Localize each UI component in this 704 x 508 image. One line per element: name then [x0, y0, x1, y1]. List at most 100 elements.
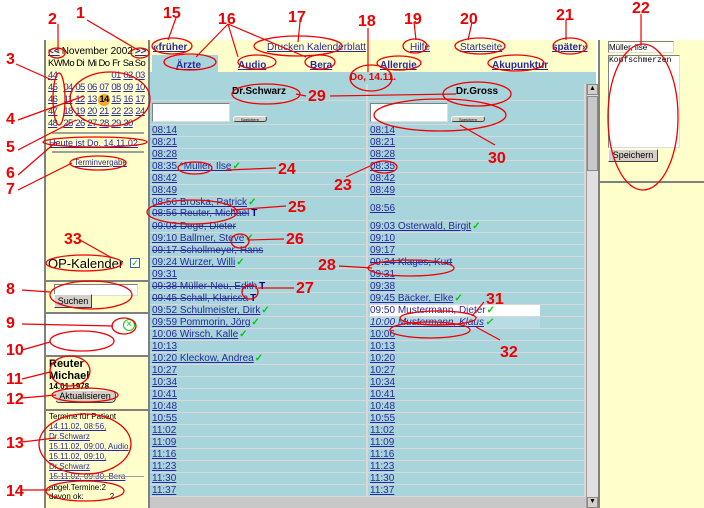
- patient-appointment-link[interactable]: Dr.Schwarz: [49, 462, 90, 471]
- doctor-note-input[interactable]: [370, 103, 448, 122]
- slot-link[interactable]: 10:34: [370, 377, 395, 388]
- slot-link[interactable]: 09:31: [370, 269, 395, 280]
- slot-link[interactable]: 10:41: [152, 389, 177, 400]
- free-slot[interactable]: 10:27: [370, 365, 584, 376]
- slot-link[interactable]: 09:10 Ballmer, Steve: [152, 233, 244, 244]
- slot-link[interactable]: 09:17: [370, 245, 395, 256]
- calendar-day[interactable]: 22: [111, 106, 121, 117]
- appointment-entry[interactable]: 09:17 Schollmeyer, Hans: [152, 245, 366, 256]
- appointment-entry[interactable]: 09:24 Klages, Kurt: [370, 257, 584, 268]
- patient-appointment-link[interactable]: Dr.Schwarz: [49, 432, 90, 441]
- appointment-entry[interactable]: 09:59 Pommorin, Jörg✓: [152, 317, 366, 328]
- refresh-button[interactable]: Aktualisieren: [54, 390, 116, 403]
- calendar-day[interactable]: 02: [123, 70, 133, 81]
- slot-link[interactable]: 08:42: [370, 173, 395, 184]
- free-slot[interactable]: 10:20: [370, 353, 584, 364]
- slot-link[interactable]: 10:27: [370, 365, 395, 376]
- slot-link[interactable]: 11:37: [370, 485, 394, 496]
- calendar-day[interactable]: 09: [123, 82, 133, 93]
- slot-link[interactable]: 08:28: [152, 149, 177, 160]
- appointment-entry[interactable]: 09:52 Schulmeister, Dirk✓: [152, 305, 366, 316]
- free-slot[interactable]: 10:41: [370, 389, 584, 400]
- slot-link[interactable]: 11:16: [152, 449, 176, 460]
- free-slot[interactable]: 11:09: [370, 437, 584, 448]
- slot-link[interactable]: 11:30: [370, 473, 394, 484]
- calendar-day[interactable]: 17: [135, 94, 145, 105]
- slot-link[interactable]: 09:03 Dege, Dieter: [152, 221, 236, 232]
- calendar-day[interactable]: 16: [123, 94, 133, 105]
- calendar-day[interactable]: 21: [99, 106, 109, 117]
- slot-link[interactable]: 08:21: [152, 137, 177, 148]
- calendar-day[interactable]: 15: [111, 94, 121, 105]
- calendar-day[interactable]: 01: [111, 70, 121, 81]
- free-slot[interactable]: 08:42: [152, 173, 366, 184]
- slot-link[interactable]: 09:38 Müller-Neu, Edith: [152, 281, 257, 292]
- calendar-day[interactable]: 25: [63, 118, 73, 129]
- slot-link[interactable]: 08:14: [152, 125, 177, 136]
- slot-link[interactable]: 08:42: [152, 173, 177, 184]
- slot-link[interactable]: 09:38: [370, 281, 395, 292]
- free-slot[interactable]: 09:31: [370, 269, 584, 280]
- slot-link[interactable]: 11:02: [370, 425, 394, 436]
- slot-link[interactable]: 09:45 Bäcker, Elke: [370, 293, 453, 304]
- free-slot[interactable]: 09:17: [370, 245, 584, 256]
- appointment-entry[interactable]: 09:50 Mustermann, Dieter✓: [370, 305, 540, 316]
- appointment-entry[interactable]: 09:03 Dege, Dieter: [152, 221, 366, 232]
- free-slot[interactable]: 08:56: [370, 197, 584, 221]
- slot-link[interactable]: 10:34: [152, 377, 177, 388]
- calendar-week-number[interactable]: 48: [48, 118, 58, 129]
- free-slot[interactable]: 11:16: [370, 449, 584, 460]
- appointment-entry[interactable]: 09:24 Wurzer, Willi✓: [152, 257, 366, 268]
- free-slot[interactable]: 08:14: [370, 125, 584, 136]
- free-slot[interactable]: 09:10: [370, 233, 584, 244]
- slot-link[interactable]: 11:09: [370, 437, 394, 448]
- slot-link[interactable]: 11:09: [152, 437, 176, 448]
- slot-link[interactable]: 11:30: [152, 473, 176, 484]
- free-slot[interactable]: 08:21: [152, 137, 366, 148]
- free-slot[interactable]: 11:23: [370, 461, 584, 472]
- calendar-day[interactable]: 11: [63, 94, 73, 105]
- free-slot[interactable]: 08:28: [370, 149, 584, 160]
- calendar-day[interactable]: 30: [123, 118, 133, 129]
- tab-audio[interactable]: Audio: [238, 60, 267, 71]
- home-link[interactable]: Startseite: [460, 42, 503, 53]
- calendar-day[interactable]: 29: [111, 118, 121, 129]
- appointment-entry[interactable]: 10:00 Mustermann, Klaus✓: [370, 317, 540, 328]
- slot-link[interactable]: 11:23: [370, 461, 394, 472]
- free-slot[interactable]: 10:55: [370, 413, 584, 424]
- calendar-day[interactable]: 28: [99, 118, 109, 129]
- slot-link[interactable]: 08:21: [370, 137, 395, 148]
- free-slot[interactable]: 10:13: [152, 341, 366, 352]
- slot-link[interactable]: 11:37: [152, 485, 176, 496]
- tab-aerzte[interactable]: Ärzte: [176, 60, 202, 71]
- scroll-up-icon[interactable]: ▲: [587, 84, 598, 95]
- patient-name-input[interactable]: [608, 41, 674, 53]
- calendar-week-number[interactable]: 47: [48, 106, 58, 117]
- appointment-entry[interactable]: 09:03 Osterwald, Birgit✓: [370, 221, 584, 232]
- help-link[interactable]: Hilfe: [410, 42, 431, 53]
- free-slot[interactable]: 10:48: [370, 401, 584, 412]
- tab-bera[interactable]: Bera: [310, 60, 333, 71]
- free-slot[interactable]: 08:49: [370, 185, 584, 196]
- calendar-week-number[interactable]: 44: [48, 70, 58, 81]
- today-link[interactable]: Heute ist Do. 14.11.02: [49, 138, 138, 148]
- calendar-day[interactable]: 23: [123, 106, 133, 117]
- patient-appointment-link[interactable]: 15.11.02, 09:30, Bera: [49, 472, 126, 481]
- save-note-button[interactable]: Speichern: [233, 116, 267, 122]
- appointment-entry[interactable]: 09:45 Bäcker, Elke✓: [370, 293, 584, 304]
- patient-appointment-link[interactable]: 14.11.02, 08:56,: [49, 422, 107, 431]
- free-slot[interactable]: 10:34: [370, 377, 584, 388]
- free-slot[interactable]: 08:21: [370, 137, 584, 148]
- slot-link[interactable]: 11:16: [370, 449, 394, 460]
- slot-link[interactable]: 10:55: [370, 413, 395, 424]
- slot-link[interactable]: 09:52 Schulmeister, Dirk: [152, 305, 260, 316]
- slot-link[interactable]: 08:14: [370, 125, 395, 136]
- calendar-day[interactable]: 05: [75, 82, 85, 93]
- free-slot[interactable]: 08:28: [152, 149, 366, 160]
- appointment-entry[interactable]: 08:35 *Müller, Ilse✓: [152, 161, 366, 172]
- next-month-button[interactable]: >>: [134, 46, 147, 57]
- free-slot[interactable]: 11:23: [152, 461, 366, 472]
- calendar-day[interactable]: 20: [87, 106, 97, 117]
